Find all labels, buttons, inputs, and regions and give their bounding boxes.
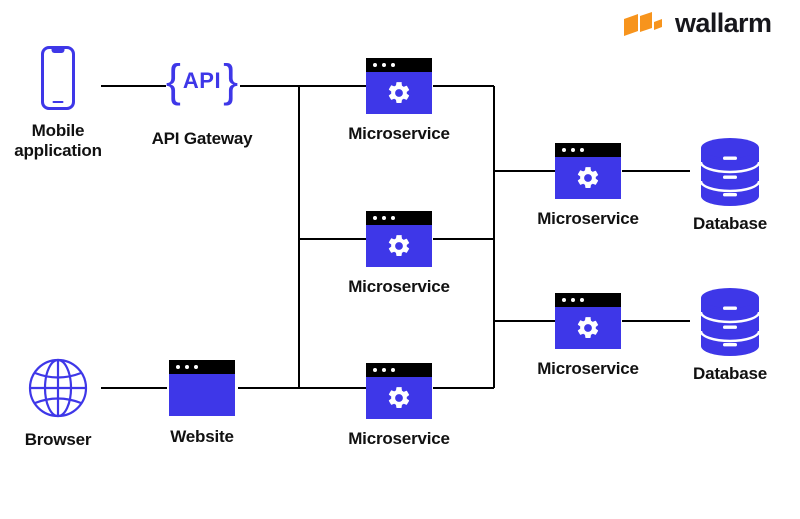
node-label-microservice-bottom: Microservice [348,429,450,448]
window-title-bar [555,143,621,157]
window-dot [391,216,395,220]
window-title-bar [169,360,235,374]
website-window-icon [169,360,235,416]
microservice-window-icon [366,58,432,114]
window-dot [382,368,386,372]
gear-icon [577,317,599,338]
node-label-browser: Browser [24,430,92,449]
api-label: API [182,67,222,93]
node-label-database-bottom: Database [693,364,767,383]
node-label-website: Website [170,427,234,446]
microservice-window-icon [555,143,621,199]
window-dot [194,365,198,369]
window-title-bar [366,58,432,72]
window-dot [580,298,584,302]
microservice-window-icon [366,363,432,419]
gear-icon [388,82,410,103]
mobile-phone-icon [41,46,75,110]
brand-name: wallarm [675,8,772,38]
node-database-bottom[interactable]: Database [680,286,780,384]
window-dot [580,148,584,152]
wallarm-logo-mark-icon [624,11,662,36]
brand-logo: wallarm [624,8,772,39]
window-title-bar [555,293,621,307]
node-microservice-top[interactable]: Microservice [348,58,450,144]
node-api-gateway[interactable]: { API } API Gateway [152,58,253,149]
window-body [555,307,621,349]
node-website[interactable]: Website [152,360,252,447]
window-dot [176,365,180,369]
phone-notch [51,49,65,53]
node-mobile-application[interactable]: Mobile application [8,46,108,161]
window-body [366,377,432,419]
window-dot [373,216,377,220]
node-label-microservice-middle: Microservice [348,277,450,296]
node-microservice-right-top[interactable]: Microservice [537,143,639,229]
window-dot [185,365,189,369]
node-label-api-gateway: API Gateway [151,129,253,148]
window-title-bar [366,211,432,225]
gear-icon [388,235,410,256]
node-microservice-right-bottom[interactable]: Microservice [537,293,639,379]
gear-icon [388,387,410,408]
gear-icon [577,167,599,188]
database-cylinder-icon [699,288,761,356]
window-dot [571,148,575,152]
api-braces-icon: { API } [166,58,238,103]
globe-icon [28,358,88,418]
node-label-microservice-right-top: Microservice [537,209,639,228]
node-microservice-bottom[interactable]: Microservice [348,363,450,449]
window-title-bar [366,363,432,377]
brace-open: { [165,55,181,106]
node-label-database-top: Database [693,214,767,233]
node-label-mobile-application: Mobile application [14,121,102,161]
brace-close: } [223,55,239,106]
window-dot [391,63,395,67]
database-cylinder-icon [699,138,761,206]
microservice-window-icon [555,293,621,349]
node-database-top[interactable]: Database [680,136,780,234]
window-dot [373,63,377,67]
phone-home-indicator [52,101,64,103]
window-dot [391,368,395,372]
window-body [169,374,235,416]
window-dot [373,368,377,372]
window-body [366,225,432,267]
node-label-microservice-right-bottom: Microservice [537,359,639,378]
window-dot [571,298,575,302]
window-dot [382,63,386,67]
microservice-window-icon [366,211,432,267]
window-body [366,72,432,114]
window-dot [562,148,566,152]
node-label-microservice-top: Microservice [348,124,450,143]
window-dot [562,298,566,302]
window-dot [382,216,386,220]
node-browser[interactable]: Browser [8,357,108,450]
window-body [555,157,621,199]
node-microservice-middle[interactable]: Microservice [348,211,450,297]
